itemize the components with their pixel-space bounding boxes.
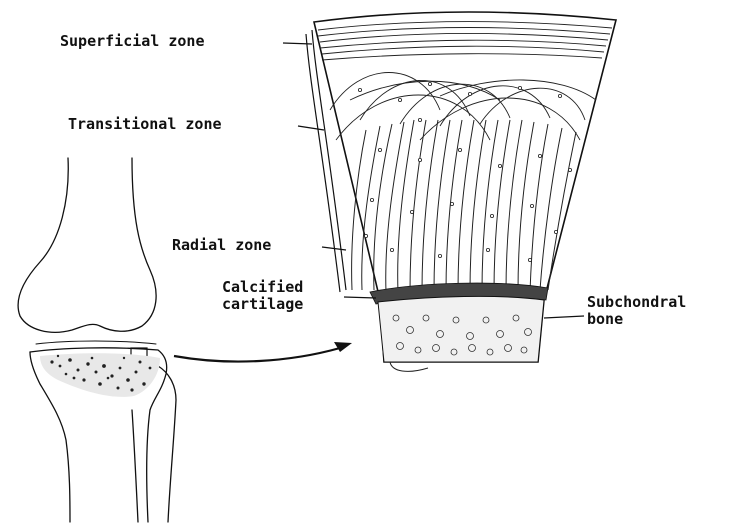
label-calcified-cartilage: Calcified cartilage — [222, 279, 303, 313]
leader-calcified — [344, 297, 376, 298]
femur-outline — [18, 158, 156, 332]
label-calcified-line2: cartilage — [222, 296, 303, 313]
label-subchondral-bone: Subchondral bone — [587, 294, 686, 328]
cartilage-block — [314, 12, 616, 371]
label-subchondral-line1: Subchondral — [587, 294, 686, 311]
leader-superficial — [283, 43, 312, 44]
label-transitional-zone: Transitional zone — [68, 116, 222, 133]
leader-transitional — [298, 126, 324, 130]
label-radial-zone: Radial zone — [172, 237, 271, 254]
pointer-arrow — [174, 342, 352, 362]
label-calcified-line1: Calcified — [222, 279, 303, 296]
label-subchondral-line2: bone — [587, 311, 686, 328]
tibia-bone-texture — [40, 353, 160, 397]
subchondral-area — [378, 296, 544, 362]
label-superficial-zone: Superficial zone — [60, 33, 205, 50]
knee-joint-sketch — [18, 158, 176, 522]
leader-subchondral — [544, 316, 584, 318]
